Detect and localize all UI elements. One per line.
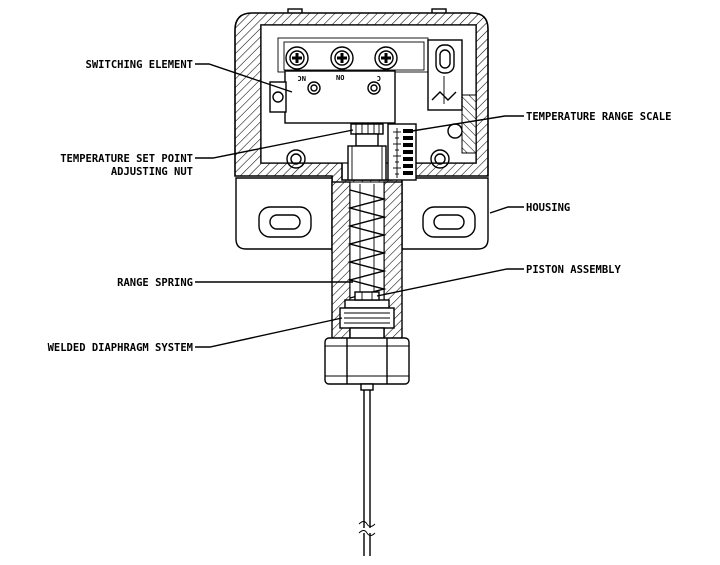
switch-marking-nc: NC	[298, 74, 306, 82]
label-temperature-set-point: TEMPERATURE SET POINT	[60, 153, 193, 165]
set-point-adjusting-nut	[347, 123, 387, 181]
hex-fitting	[324, 337, 410, 385]
housing-screw-icon	[430, 149, 450, 169]
mounting-slot-right	[422, 206, 476, 238]
housing-screw-icon	[286, 149, 306, 169]
label-temperature-range-scale: TEMPERATURE RANGE SCALE	[526, 111, 671, 123]
label-welded-diaphragm-system: WELDED DIAPHRAGM SYSTEM	[48, 342, 193, 354]
label-switching-element: SWITCHING ELEMENT	[86, 59, 193, 71]
sensing-tube	[358, 383, 376, 556]
terminal-screw-icon	[285, 46, 309, 70]
terminal-screw-icon	[330, 46, 354, 70]
label-housing: HOUSING	[526, 202, 570, 214]
switch-marking-c: C	[377, 74, 381, 82]
leader-lines	[195, 63, 524, 348]
terminal-screw-icon	[374, 46, 398, 70]
range-spring	[347, 184, 387, 302]
label-piston-assembly: PISTON ASSEMBLY	[526, 264, 622, 276]
label-adjusting-nut: ADJUSTING NUT	[111, 166, 193, 178]
switch-marking-no: NO	[336, 74, 344, 82]
switching-element: NC NO C	[269, 70, 396, 124]
label-range-spring: RANGE SPRING	[117, 277, 193, 289]
mounting-slot-left	[258, 206, 312, 238]
spring-clip	[427, 39, 463, 111]
temperature-range-scale	[387, 123, 417, 181]
